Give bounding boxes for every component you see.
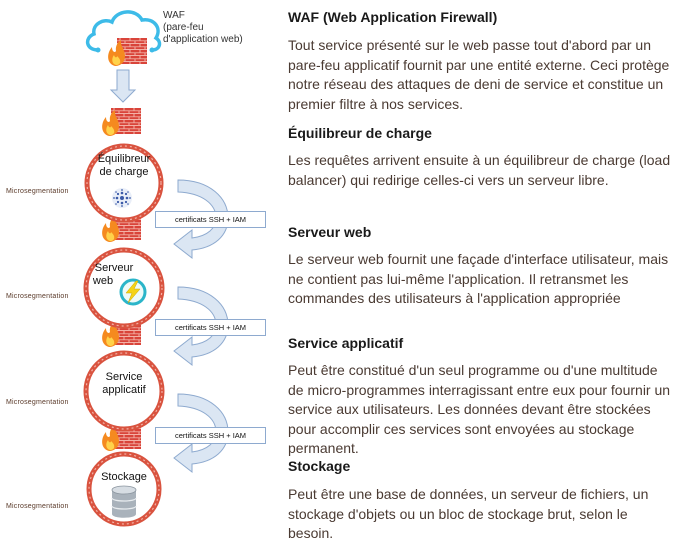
diagram-graphics <box>83 10 229 527</box>
node-circle <box>84 143 164 223</box>
node-label-line: Serveur <box>94 262 134 274</box>
section-body-app-service: Peut être constitué d'un seul programme … <box>288 362 671 456</box>
architecture-diagram: WAF (pare-feu d'application web) Équilib… <box>0 0 280 544</box>
node-label-app-service: Service applicatif <box>84 371 164 397</box>
node-label-storage: Stockage <box>84 471 164 484</box>
node-label-line: de charge <box>99 166 149 178</box>
node-label-line: Stockage <box>101 471 147 483</box>
section-title-storage: Stockage <box>288 458 351 474</box>
node-label-web-server: Serveur web <box>74 262 154 288</box>
node-label-load-balancer: Équilibreur de charge <box>84 153 164 179</box>
microsegmentation-label: Microsegmentation <box>6 399 69 406</box>
load-balancer-icon <box>112 188 132 208</box>
database-icon <box>111 485 137 518</box>
node-label-line: web <box>92 275 114 287</box>
microsegmentation-label: Microsegmentation <box>6 188 69 195</box>
node-circle <box>83 350 165 432</box>
lightning-bolt-icon <box>119 278 147 306</box>
waf-label-line: (pare-feu <box>163 22 204 33</box>
waf-label-line: WAF <box>163 10 185 21</box>
cert-label-box: certificats SSH + IAM <box>155 211 266 228</box>
cert-label-box: certificats SSH + IAM <box>155 319 266 336</box>
node-label-line: Service <box>105 371 143 383</box>
microsegmentation-label: Microsegmentation <box>6 293 69 300</box>
section-title-web-server: Serveur web <box>288 224 372 240</box>
down-arrow-icon <box>109 69 137 103</box>
cert-label-box: certificats SSH + IAM <box>155 427 266 444</box>
section-title-app-service: Service applicatif <box>288 335 404 351</box>
waf-label: WAF (pare-feu d'application web) <box>163 10 273 46</box>
cloud-icon <box>85 10 162 53</box>
waf-firewall-icon <box>108 38 147 66</box>
waf-label-line: d'application web) <box>163 34 243 45</box>
section-body-web-server: Le serveur web fournit une façade d'inte… <box>288 251 669 306</box>
node-label-line: applicatif <box>102 384 146 396</box>
firewall-icon <box>102 108 141 136</box>
section-title-load-balancer: Équilibreur de charge <box>288 125 432 141</box>
section-body-load-balancer: Les requêtes arrivent ensuite à un équil… <box>288 152 671 188</box>
section-title-waf: WAF (Web Application Firewall) <box>288 9 498 25</box>
node-label-line: Équilibreur <box>97 153 151 165</box>
section-body-storage: Peut être une base de données, un serveu… <box>288 486 649 541</box>
section-body-waf: Tout service présenté sur le web passe t… <box>288 37 670 112</box>
microsegmentation-label: Microsegmentation <box>6 503 69 510</box>
